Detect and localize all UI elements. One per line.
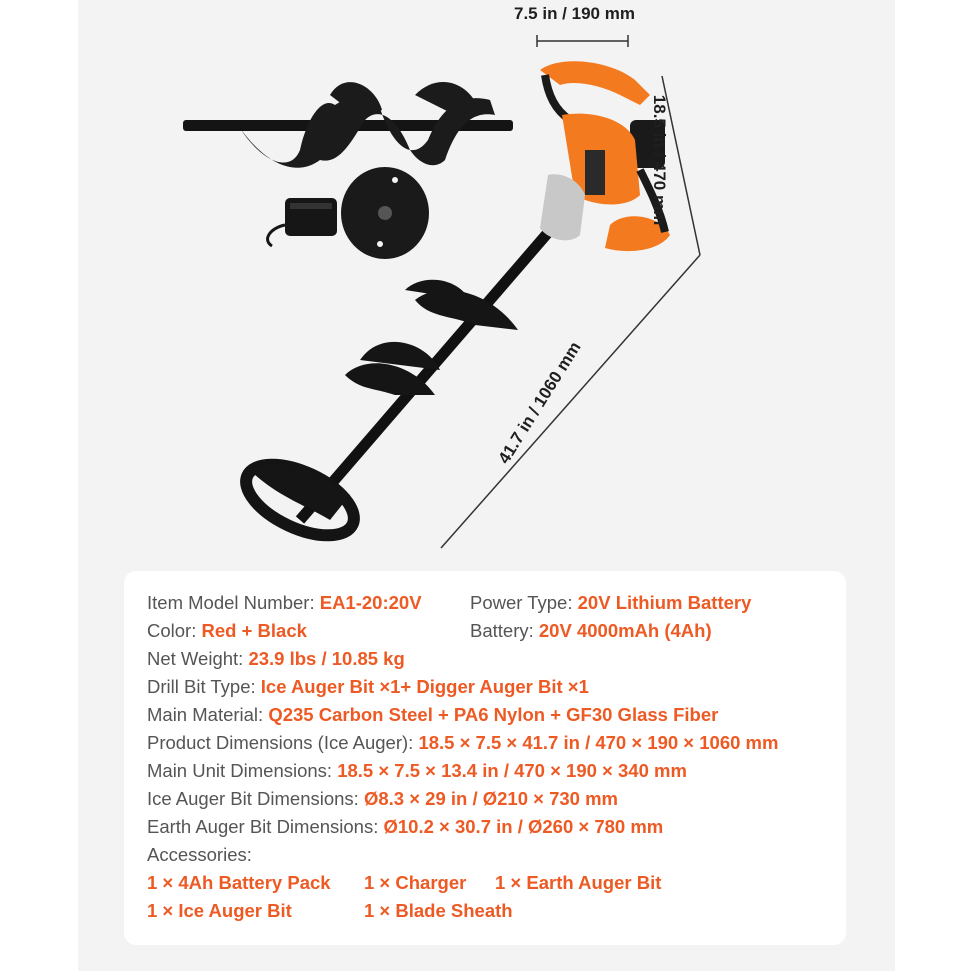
spec-label: Net Weight: [147,648,249,669]
spec-drill-bit-type: Drill Bit Type: Ice Auger Bit ×1+ Digger… [147,675,589,699]
blade-sheath [341,167,429,259]
spec-ice-auger-bit-dimensions: Ice Auger Bit Dimensions: Ø8.3 × 29 in /… [147,787,618,811]
spec-value: Red + Black [201,620,307,641]
width-dimension-label: 7.5 in / 190 mm [514,4,635,23]
power-head [540,61,670,252]
spec-color: Color: Red + Black [147,619,307,643]
accessories-heading: Accessories: [147,844,252,865]
spec-power-type: Power Type: 20V Lithium Battery [470,591,751,615]
width-dimension-line [536,35,629,47]
spec-label: Product Dimensions (Ice Auger): [147,732,419,753]
earth-auger-bit [183,82,513,168]
spec-value: EA1-20:20V [319,592,422,613]
accessory-item: 1 × Charger [364,872,467,893]
spec-value: Ice Auger Bit ×1+ Digger Auger Bit ×1 [260,676,589,697]
length-dimension-line [440,254,701,549]
spec-product-dimensions: Product Dimensions (Ice Auger): 18.5 × 7… [147,731,778,755]
ice-auger-shaft [240,224,557,542]
spec-label: Battery: [470,620,539,641]
spec-earth-auger-bit-dimensions: Earth Auger Bit Dimensions: Ø10.2 × 30.7… [147,815,663,839]
accessory-item: 1 × Earth Auger Bit [495,872,662,893]
spec-label: Earth Auger Bit Dimensions: [147,816,384,837]
spec-label: Ice Auger Bit Dimensions: [147,788,364,809]
spec-label: Color: [147,620,202,641]
spec-value: 20V 4000mAh (4Ah) [538,620,712,641]
spec-label: Power Type: [470,592,578,613]
spec-value: Q235 Carbon Steel + PA6 Nylon + GF30 Gla… [268,704,719,725]
spec-label: Item Model Number: [147,592,320,613]
spec-net-weight: Net Weight: 23.9 lbs / 10.85 kg [147,647,405,671]
specifications-panel: Item Model Number: EA1-20:20V Power Type… [124,571,846,945]
product-illustration [183,35,701,549]
spec-label: Main Unit Dimensions: [147,760,338,781]
spec-value: Ø10.2 × 30.7 in / Ø260 × 780 mm [383,816,664,837]
accessory-item: 1 × Blade Sheath [364,900,513,921]
spec-value: 18.5 × 7.5 × 13.4 in / 470 × 190 × 340 m… [337,760,687,781]
spec-value: 23.9 lbs / 10.85 kg [248,648,405,669]
accessory-item: 1 × Ice Auger Bit [147,900,292,921]
spec-main-material: Main Material: Q235 Carbon Steel + PA6 N… [147,703,718,727]
charger [266,198,337,248]
accessory-item: 1 × 4Ah Battery Pack [147,872,331,893]
spec-main-unit-dimensions: Main Unit Dimensions: 18.5 × 7.5 × 13.4 … [147,759,687,783]
spec-label: Drill Bit Type: [147,676,261,697]
spec-battery: Battery: 20V 4000mAh (4Ah) [470,619,712,643]
spec-label: Main Material: [147,704,269,725]
spec-model: Item Model Number: EA1-20:20V [147,591,422,615]
height-dimension-label: 18.5 in / 470 mm [650,94,670,226]
height-dimension-line [661,75,701,256]
spec-value: Ø8.3 × 29 in / Ø210 × 730 mm [363,788,618,809]
spec-value: 20V Lithium Battery [577,592,752,613]
spec-value: 18.5 × 7.5 × 41.7 in / 470 × 190 × 1060 … [418,732,779,753]
